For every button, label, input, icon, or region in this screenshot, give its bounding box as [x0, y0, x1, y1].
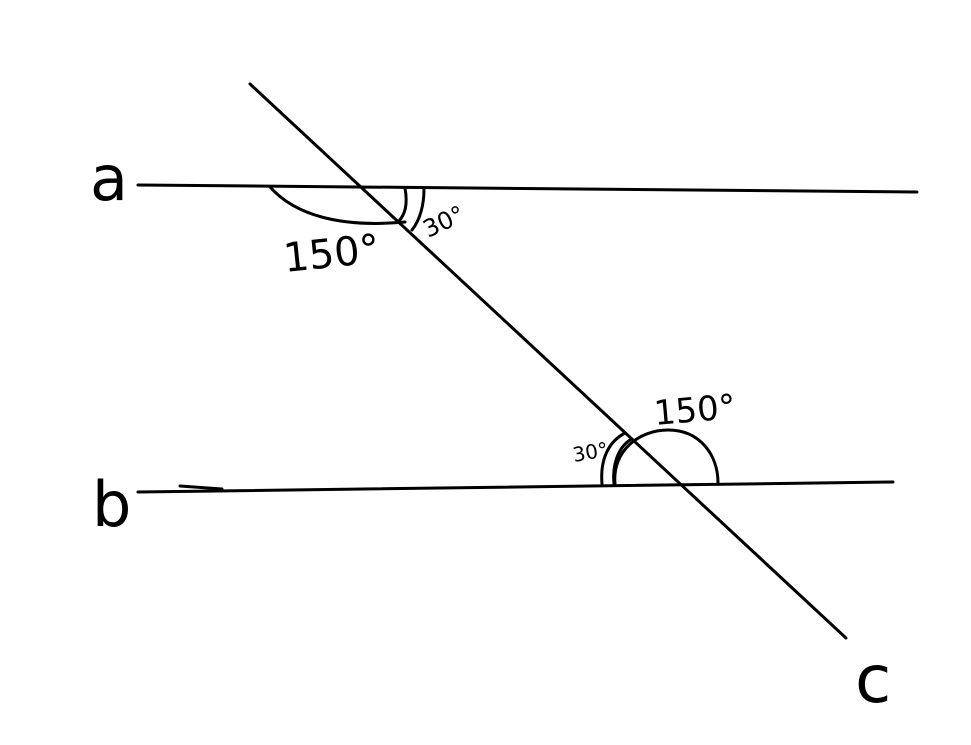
arc-bottom-acute-inner — [612, 438, 632, 486]
arc-top-acute-inner — [396, 186, 408, 224]
line-b — [136, 480, 895, 494]
arc-bottom-acute-outer — [600, 431, 627, 486]
angle-label-bottom-obtuse: 150° — [652, 387, 737, 434]
line-a — [136, 183, 919, 194]
angle-label-top-obtuse: 150° — [281, 226, 382, 282]
label-a: a — [90, 142, 128, 215]
line-b-extra-stroke — [178, 484, 224, 491]
transversal-c — [248, 82, 848, 640]
arc-bottom-obtuse — [613, 428, 720, 486]
angle-label-top-acute: 30° — [419, 200, 469, 243]
label-c: c — [855, 641, 891, 718]
arc-top-obtuse — [268, 185, 407, 225]
arc-top-acute-outer — [410, 187, 426, 232]
label-b: b — [92, 468, 131, 541]
